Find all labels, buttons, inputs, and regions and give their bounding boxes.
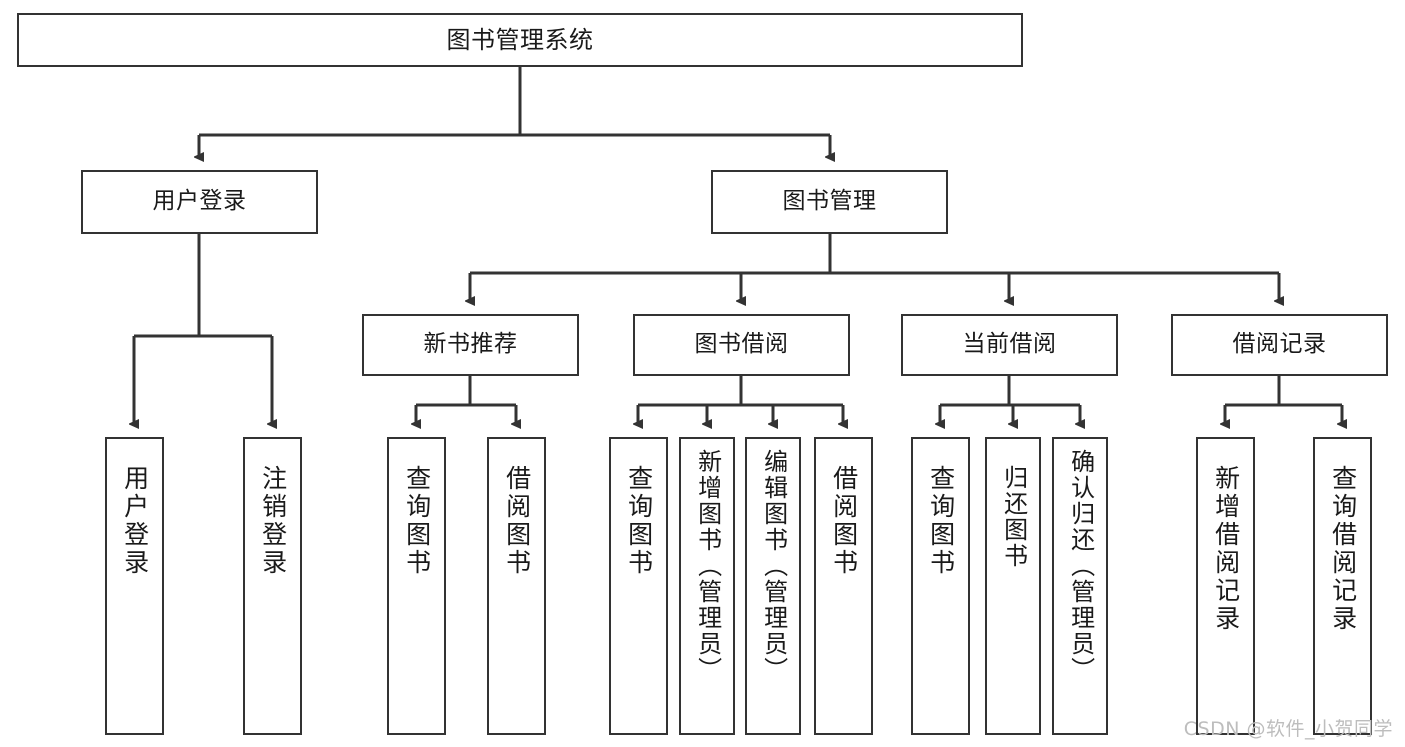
connector-userlogin-to-leaves [134, 234, 272, 424]
node-label: 查询图书 [402, 465, 432, 577]
node-label: 新书推荐 [423, 331, 518, 358]
connector-currentborrow-to-leaves [940, 376, 1080, 424]
node-leaf-record-add-borrow-record[interactable]: 新增借阅记录 [1196, 437, 1255, 735]
connector-newbookrec-to-leaves [416, 376, 516, 424]
node-book-manage[interactable]: 图书管理 [711, 170, 948, 234]
node-label: 用户登录 [120, 465, 150, 577]
node-user-login[interactable]: 用户登录 [81, 170, 318, 234]
node-label: 用户登录 [152, 188, 247, 215]
node-book-borrow[interactable]: 图书借阅 [633, 314, 850, 376]
node-current-borrow[interactable]: 当前借阅 [901, 314, 1118, 376]
node-leaf-current-confirm-return-admin[interactable]: 确认归还（管理员） [1052, 437, 1108, 735]
node-label: 注销登录 [258, 465, 288, 577]
node-leaf-borrow-edit-book-admin[interactable]: 编辑图书（管理员） [745, 437, 801, 735]
node-label: 新增图书（管理员） [693, 449, 722, 683]
node-leaf-user-login[interactable]: 用户登录 [105, 437, 164, 735]
node-label: 新增借阅记录 [1211, 465, 1241, 633]
node-label: 查询图书 [624, 465, 654, 577]
node-leaf-recommend-borrow-book[interactable]: 借阅图书 [487, 437, 546, 735]
node-label: 查询图书 [926, 465, 956, 577]
node-label: 借阅图书 [829, 465, 859, 577]
node-new-book-recommend[interactable]: 新书推荐 [362, 314, 579, 376]
node-leaf-user-logout[interactable]: 注销登录 [243, 437, 302, 735]
node-leaf-borrow-borrow-book[interactable]: 借阅图书 [814, 437, 873, 735]
node-label: 编辑图书（管理员） [759, 449, 788, 683]
node-label: 图书管理系统 [446, 25, 594, 54]
node-label: 图书借阅 [694, 331, 789, 358]
connector-root-to-level2 [199, 67, 830, 157]
connector-borrowrecord-to-leaves [1225, 376, 1342, 424]
node-borrow-record[interactable]: 借阅记录 [1171, 314, 1388, 376]
node-label: 确认归还（管理员） [1066, 449, 1095, 683]
connector-bookmanage-to-level3 [470, 234, 1279, 301]
connector-bookborrow-to-leaves [638, 376, 843, 424]
node-label: 图书管理 [782, 188, 877, 215]
node-label: 当前借阅 [962, 331, 1057, 358]
node-label: 借阅记录 [1232, 331, 1327, 358]
node-root-system[interactable]: 图书管理系统 [17, 13, 1023, 67]
node-leaf-record-query-borrow-record[interactable]: 查询借阅记录 [1313, 437, 1372, 735]
node-leaf-current-return-book[interactable]: 归还图书 [985, 437, 1041, 735]
node-label: 归还图书 [999, 465, 1028, 569]
node-leaf-current-query-book[interactable]: 查询图书 [911, 437, 970, 735]
node-label: 借阅图书 [502, 465, 532, 577]
node-leaf-borrow-add-book-admin[interactable]: 新增图书（管理员） [679, 437, 735, 735]
node-leaf-recommend-query-book[interactable]: 查询图书 [387, 437, 446, 735]
node-leaf-borrow-query-book[interactable]: 查询图书 [609, 437, 668, 735]
node-label: 查询借阅记录 [1328, 465, 1358, 633]
